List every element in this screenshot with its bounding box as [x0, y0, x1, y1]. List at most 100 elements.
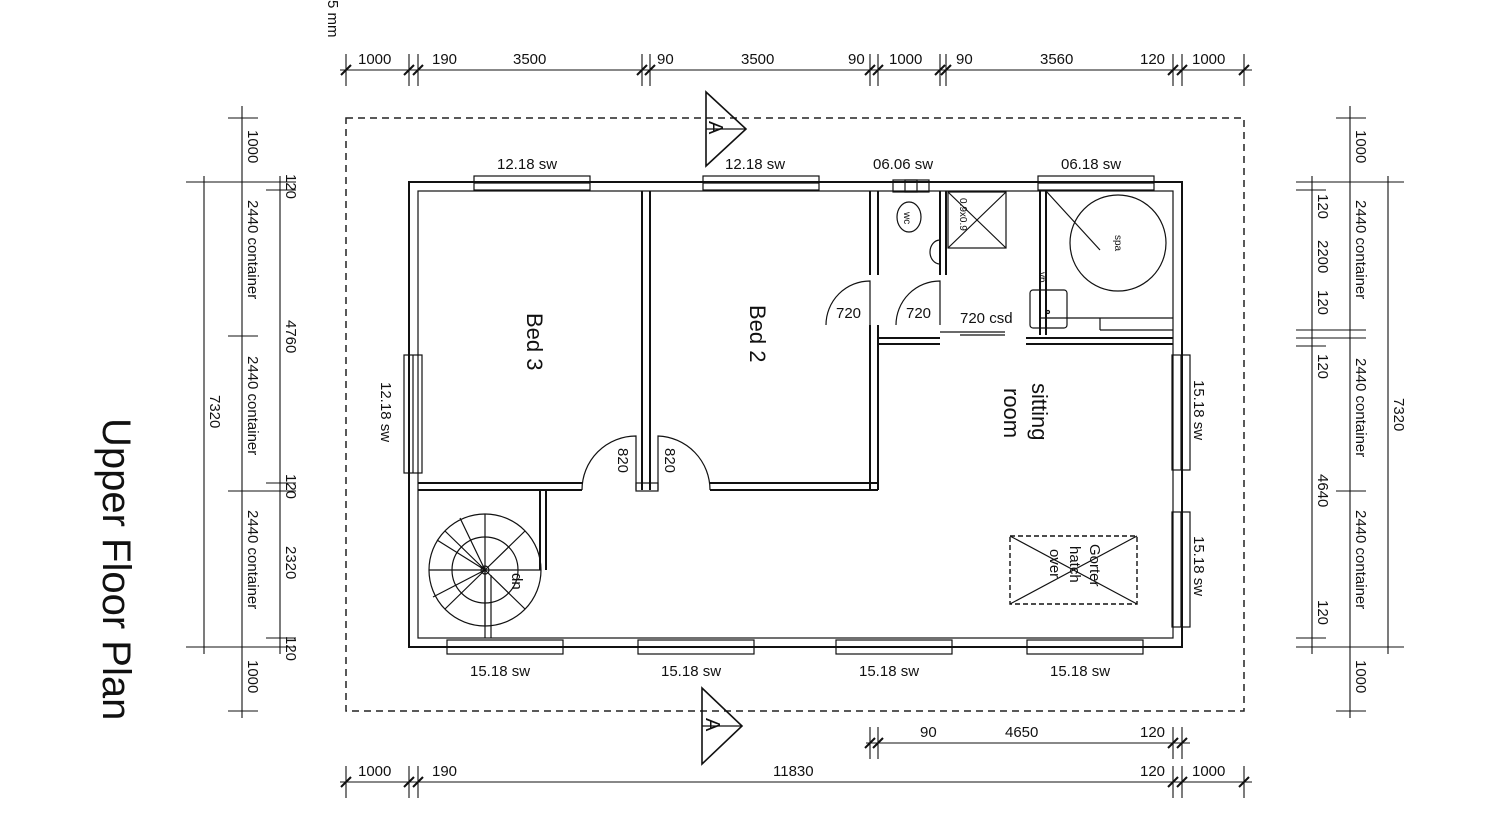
section-marker-top-letter: A	[704, 121, 726, 135]
section-marker-bottom	[701, 686, 744, 766]
dimension-slash-tick	[1167, 737, 1179, 749]
dim-left-inner-2: 120	[282, 474, 299, 499]
scale-fragment: 5 mm	[324, 0, 341, 38]
dim-top-1: 190	[432, 51, 457, 68]
dimension-slash-tick	[1176, 776, 1188, 788]
dim-bottom-0: 1000	[358, 763, 391, 780]
dimension-slash-tick	[864, 737, 876, 749]
dim-top-9: 120	[1140, 51, 1165, 68]
dimension-slash-tick	[403, 776, 415, 788]
dim-right-outer-0: 7320	[1390, 398, 1407, 431]
hatch-label-2: hatch	[1066, 546, 1083, 583]
dim-right-inner-2: 120	[1314, 290, 1331, 315]
dimension-slash-tick	[864, 64, 876, 76]
dim-right-inner-3: 120	[1314, 354, 1331, 379]
dim-left-container-0: 2440 container	[244, 200, 261, 299]
hatch-label-3: over	[1046, 549, 1063, 578]
window-right-2-label: 15.18 sw	[1190, 536, 1207, 596]
dim-top-4: 3500	[741, 51, 774, 68]
dim-bottom-inner-2: 120	[1140, 724, 1165, 741]
window-top-1-label: 12.18 sw	[497, 156, 557, 173]
site-boundary	[345, 117, 1245, 712]
wc-label: wc	[901, 211, 912, 224]
room-sitting-label-2: room	[999, 388, 1024, 438]
door-720-b-label: 720	[906, 305, 931, 322]
window-frames	[403, 175, 1191, 655]
dim-left-outer-2: 1000	[244, 660, 261, 693]
dim-bottom-4: 1000	[1192, 763, 1225, 780]
window-bottom-1-label: 15.18 sw	[470, 663, 530, 680]
dim-left-outer-0: 1000	[244, 130, 261, 163]
dimension-slash-tick	[872, 64, 884, 76]
window-top-4-label: 06.18 sw	[1061, 156, 1121, 173]
dim-top-2: 3500	[513, 51, 546, 68]
dim-right-container-1: 2440 container	[1352, 200, 1369, 299]
gorter-hatch	[1009, 535, 1138, 605]
bathroom-fixtures	[892, 179, 1167, 329]
dim-bottom-1: 190	[432, 763, 457, 780]
dim-right-container-0: 1000	[1352, 130, 1369, 163]
dim-right-inner-4: 4640	[1314, 474, 1331, 507]
room-bed2-label: Bed 2	[745, 305, 770, 363]
dimension-slash-tick	[1238, 776, 1250, 788]
dim-top-8: 3560	[1040, 51, 1073, 68]
dim-right-container-4: 1000	[1352, 660, 1369, 693]
dim-bottom-2: 11830	[773, 763, 814, 780]
dim-right-inner-0: 120	[1314, 194, 1331, 219]
dim-top-10: 1000	[1192, 51, 1225, 68]
dim-right-container-2: 2440 container	[1352, 358, 1369, 457]
dim-top-0: 1000	[358, 51, 391, 68]
interior-walls	[418, 191, 1173, 570]
hatch-label-1: Gorter	[1086, 544, 1103, 587]
dimension-slash-tick	[1167, 776, 1179, 788]
dimension-slash-tick	[340, 64, 352, 76]
dimension-slash-tick	[644, 64, 656, 76]
window-right-1-label: 15.18 sw	[1190, 380, 1207, 440]
section-marker-bottom-letter: A	[701, 718, 723, 732]
dim-left-inner-4: 120	[282, 636, 299, 661]
dimension-slash-tick	[934, 64, 946, 76]
dimension-slash-tick	[1167, 64, 1179, 76]
dim-top-3: 90	[657, 51, 674, 68]
window-left-label: 12.18 sw	[377, 382, 394, 442]
dim-top-7: 90	[956, 51, 973, 68]
dim-right-inner-5: 120	[1314, 600, 1331, 625]
dimension-slash-tick	[636, 64, 648, 76]
dim-left-outer-1: 7320	[206, 395, 223, 428]
dimension-slash-tick	[1176, 737, 1188, 749]
section-marker-top	[705, 90, 748, 168]
shower-label: 0.9x0.9	[957, 198, 968, 231]
outer-walls	[408, 181, 1183, 648]
dim-bottom-inner-0: 90	[920, 724, 937, 741]
dimension-slash-tick	[412, 64, 424, 76]
room-sitting-label-1: sitting	[1027, 383, 1052, 440]
dim-top-5: 90	[848, 51, 865, 68]
dimension-slash-tick	[340, 776, 352, 788]
door-swings	[581, 280, 941, 491]
plan-title: Upper Floor Plan	[94, 418, 138, 720]
dim-bottom-inner-1: 4650	[1005, 724, 1038, 741]
stair-dn-label: dn	[508, 573, 525, 590]
door-720-a-label: 720	[836, 305, 861, 322]
spa-label: spa	[1112, 235, 1123, 252]
window-top-3-label: 06.06 sw	[873, 156, 933, 173]
dim-left-inner-0: 120	[282, 174, 299, 199]
dimension-slash-tick	[872, 737, 884, 749]
door-820-b-label: 820	[661, 448, 678, 473]
dim-right-container-3: 2440 container	[1352, 510, 1369, 609]
window-bottom-4-label: 15.18 sw	[1050, 663, 1110, 680]
window-bottom-3-label: 15.18 sw	[859, 663, 919, 680]
dim-right-inner-1: 2200	[1314, 240, 1331, 273]
dimension-slash-tick	[412, 776, 424, 788]
dim-bottom-3: 120	[1140, 763, 1165, 780]
dim-left-inner-1: 4760	[282, 320, 299, 353]
dim-top-6: 1000	[889, 51, 922, 68]
window-bottom-2-label: 15.18 sw	[661, 663, 721, 680]
dim-left-container-1: 2440 container	[244, 356, 261, 455]
window-top-2-label: 12.18 sw	[725, 156, 785, 173]
dimension-lines-left	[186, 106, 296, 718]
dimension-slash-tick	[1238, 64, 1250, 76]
vb-label: vb	[1036, 272, 1047, 283]
dimension-lines-right	[1296, 106, 1404, 718]
